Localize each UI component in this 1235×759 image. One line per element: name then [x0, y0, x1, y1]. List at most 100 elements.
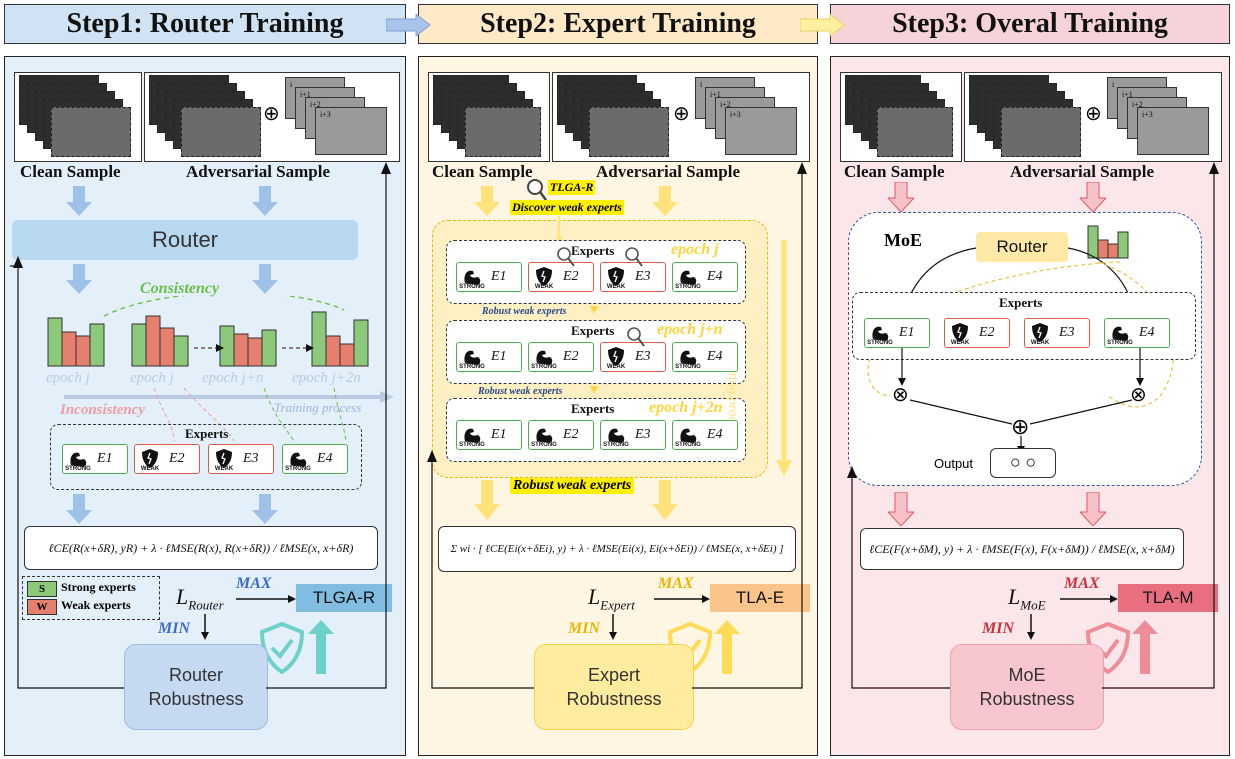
expert-name: E2: [563, 349, 579, 364]
expert-loss-formula: Σ wi · [ ℓCE(Ei(x+δEi), y) + λ · ℓMSE(Ei…: [438, 526, 796, 572]
down-arrow: [474, 186, 500, 216]
expert-e2: STRONG E2: [528, 420, 594, 450]
max-label: MAX: [658, 575, 694, 592]
down-arrow: [66, 186, 92, 216]
expert-tag: STRONG: [1107, 340, 1133, 346]
strong-arm-icon: [1112, 326, 1129, 341]
expert-name: E1: [491, 349, 507, 364]
down-arrow: [474, 480, 500, 520]
legend-strong-swatch: S: [27, 581, 57, 597]
strong-arm-icon: [680, 350, 697, 365]
expert-e3: WEAK E3: [600, 262, 666, 292]
oplus-symbol: ⊕: [1085, 103, 1102, 125]
adversarial-sample-label: Adversarial Sample: [1010, 162, 1155, 181]
weak-shield-icon: [1032, 323, 1048, 342]
down-arrow: [1080, 182, 1106, 212]
adversarial-sample-image: ⊕ i i+1 i+2 i+3: [552, 72, 810, 162]
robust-weak-experts-small: Robust weak experts: [482, 306, 567, 317]
weak-shield-icon: [536, 267, 552, 286]
max-label: MAX: [236, 575, 272, 592]
max-arrow: [236, 595, 296, 603]
magnifier-icon: [625, 247, 643, 267]
feedback-loop: [10, 162, 391, 689]
bars-epoch-j-b: [131, 315, 189, 367]
header-arrow-1: [386, 14, 431, 36]
legend-strong-label: Strong experts: [61, 580, 136, 594]
clean-sample-image: [14, 72, 142, 162]
tla-m-tag: TLA-M: [1118, 584, 1218, 612]
expert-name: E2: [563, 427, 579, 442]
expert-tag: STRONG: [675, 364, 701, 370]
moe-gate-bars: [1087, 225, 1129, 259]
epoch-label: epoch j: [46, 370, 90, 386]
down-arrow: [252, 186, 278, 216]
weight-multiply-2: ⊗: [1130, 384, 1147, 406]
down-arrow: [888, 182, 914, 212]
epoch-label: epoch j+n: [202, 370, 264, 386]
clean-sample-label: Clean Sample: [844, 162, 945, 181]
legend-weak-swatch: W: [27, 599, 57, 615]
min-label: MIN: [568, 620, 601, 637]
expert-tag: STRONG: [675, 284, 701, 290]
expert-e3: STRONG E3: [600, 420, 666, 450]
expert-tag: STRONG: [675, 442, 701, 448]
expert-tag: WEAK: [606, 284, 626, 290]
expert-tag: WEAK: [606, 364, 626, 370]
step1-title: Step1: Router Training: [66, 8, 344, 39]
down-arrow: [66, 264, 92, 294]
router-loss-symbol: LRouter: [176, 584, 224, 613]
experts-title: Experts: [185, 426, 229, 441]
expert-name: E3: [635, 349, 651, 364]
adversarial-sample-label: Adversarial Sample: [596, 162, 741, 181]
expert-e3: WEAK E3: [600, 342, 666, 372]
experts-title: Experts: [571, 323, 615, 338]
expert-name: E3: [635, 427, 651, 442]
expert-name: E1: [899, 325, 915, 340]
weak-shield-icon: [952, 323, 968, 342]
feedback-loop: [427, 162, 807, 689]
expert-name: E3: [635, 269, 651, 284]
strong-arm-icon: [872, 326, 889, 341]
expert-tag: WEAK: [950, 340, 970, 346]
bars-epoch-jn: [219, 325, 277, 367]
expert-tag: STRONG: [531, 442, 557, 448]
strong-arm-icon: [464, 270, 481, 285]
strong-arm-icon: [536, 428, 553, 443]
expert-name: E1: [491, 427, 507, 442]
legend-weak-label: Weak experts: [61, 598, 131, 612]
magnifier-icon: [627, 327, 645, 347]
expert-tag: STRONG: [603, 442, 629, 448]
min-arrow: [609, 614, 617, 640]
strong-arm-icon: [680, 428, 697, 443]
inconsistency-label: Inconsistency: [60, 402, 146, 418]
expert-tag: WEAK: [534, 284, 554, 290]
expert-name: E4: [1139, 325, 1155, 340]
epoch-label: epoch j: [671, 241, 719, 258]
combination-lines: [898, 348, 1144, 454]
epoch-label: epoch j+2n: [292, 370, 361, 386]
discover-weak-experts: Discover weak experts: [510, 200, 624, 215]
oplus-symbol: ⊕: [673, 103, 690, 125]
adversarial-sample-image: ⊕ i i+1 i+2 i+3: [144, 72, 400, 162]
expert-name: E2: [979, 325, 995, 340]
up-arrow-icon: [1132, 620, 1158, 674]
strong-arm-icon: [70, 452, 87, 467]
adversarial-sample-image: ⊕ i i+1 i+2 i+3: [964, 72, 1222, 162]
down-arrow: [252, 494, 278, 524]
moe-label: MoE: [884, 230, 922, 250]
max-arrow: [1060, 595, 1118, 603]
tlga-r-label: TLGA-R: [548, 180, 596, 195]
adversarial-sample-label: Adversarial Sample: [186, 162, 331, 181]
output-label: Output: [934, 456, 974, 471]
bars-epoch-j-a: [47, 317, 105, 367]
expert-tag: STRONG: [867, 340, 893, 346]
